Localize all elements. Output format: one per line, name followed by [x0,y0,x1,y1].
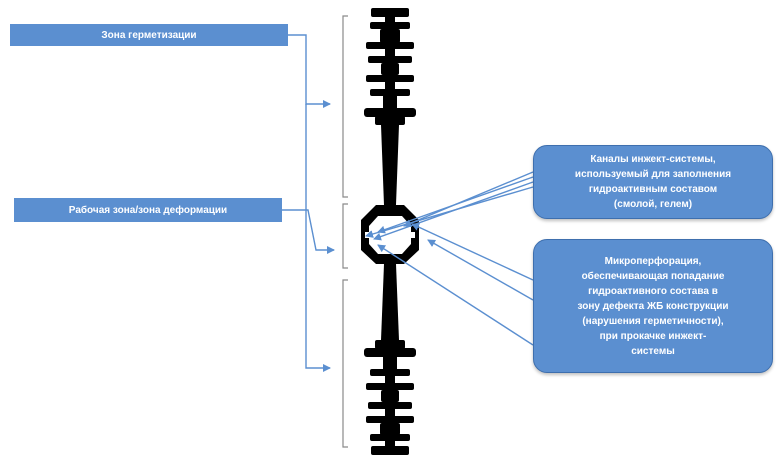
profile-bottom-cap [371,446,409,455]
pointer-perf-2 [427,239,534,301]
pointer-perf-1 [411,223,534,281]
profile-rib [366,42,414,49]
bracket-bottom [342,279,348,448]
profile-flange [364,348,416,357]
connector-sealing-bottom [305,104,331,372]
profile-rib [366,75,414,82]
profile-rib [366,416,414,423]
connector-sealing-top [288,34,331,108]
profile-rib [370,89,410,96]
bracket-top [342,15,348,198]
injection-channels-callout: Каналы инжект-системы, используемый для … [533,145,773,219]
pointer-channels-1 [403,171,534,227]
profile-web-top [381,125,399,205]
profile-top-cap [371,8,409,17]
callout-pointers [365,171,534,346]
pointer-perf-3 [377,244,534,346]
profile-rib [368,402,412,409]
profile-rib [366,383,414,390]
microperforation-callout: Микроперфорация, обеспечивающая попадани… [533,239,773,373]
zone-brackets [342,15,348,448]
injection-channel-hole-right [407,232,415,238]
profile-rib [370,434,410,441]
zone-connectors [282,34,335,372]
profile-web-bottom [381,264,399,340]
profile-rib [370,22,410,29]
profile-rib [370,369,410,376]
bracket-middle [342,203,348,269]
pointer-channels-4 [365,186,534,238]
working-zone-label: Рабочая зона/зона деформации [14,198,282,222]
connector-working-zone [282,209,335,254]
sealing-zone-label: Зона герметизации [10,24,288,46]
profile-flange [364,108,416,117]
injection-channel-hexagon [369,216,411,254]
pointer-channels-2 [377,176,534,234]
profile-rib [368,56,412,63]
